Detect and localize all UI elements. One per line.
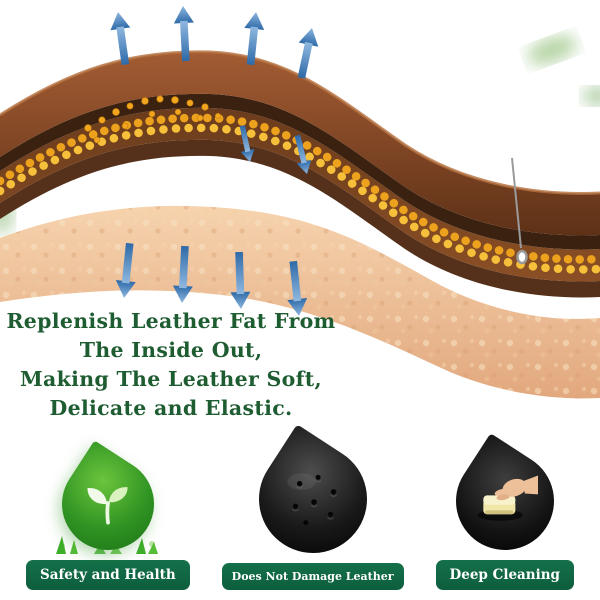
- feature-deep-cleaning: Deep Cleaning: [435, 422, 574, 590]
- oil-droplet-icon: [84, 95, 222, 144]
- feature-no-damage: Does Not Damage Leather: [221, 422, 404, 590]
- leather-top-layer: [0, 50, 600, 236]
- oil-bead-icon: [0, 123, 600, 274]
- inner-leather-layer: [0, 139, 600, 298]
- headline-line-2: The Inside Out,: [79, 338, 263, 362]
- feature-row: Safety and Health: [0, 418, 600, 590]
- hand-sponge-droplet-icon: [436, 433, 573, 569]
- down-arrow-icon: [239, 125, 312, 174]
- feature-label-deep-cleaning: Deep Cleaning: [435, 560, 574, 590]
- headline-line-4: Delicate and Elastic.: [49, 396, 293, 420]
- feature-safety: Safety and Health: [26, 422, 190, 590]
- up-arrow-icon: [110, 6, 319, 79]
- dark-seam-layer: [0, 93, 600, 250]
- leather-cross-section-diagram: [0, 6, 600, 399]
- feature-label-no-damage: Does Not Damage Leather: [221, 563, 404, 590]
- needle-icon: [511, 157, 528, 265]
- headline-line-3: Making The Leather Soft,: [20, 367, 322, 391]
- feature-label-safety: Safety and Health: [26, 560, 190, 590]
- hand-sponge-icon: [477, 475, 538, 521]
- sprout-icon: [87, 487, 128, 525]
- oil-bead-icon: [0, 113, 600, 264]
- down-arrow-icon: [115, 242, 308, 316]
- oil-bead-layer: [0, 107, 600, 282]
- leather-texture-icon: [286, 473, 337, 526]
- leather-droplet-icon: [237, 424, 388, 574]
- sprout-droplet-icon: [44, 440, 172, 568]
- headline-text: Replenish Leather Fat From The Inside Ou…: [2, 307, 340, 423]
- headline-line-1: Replenish Leather Fat From: [6, 309, 336, 333]
